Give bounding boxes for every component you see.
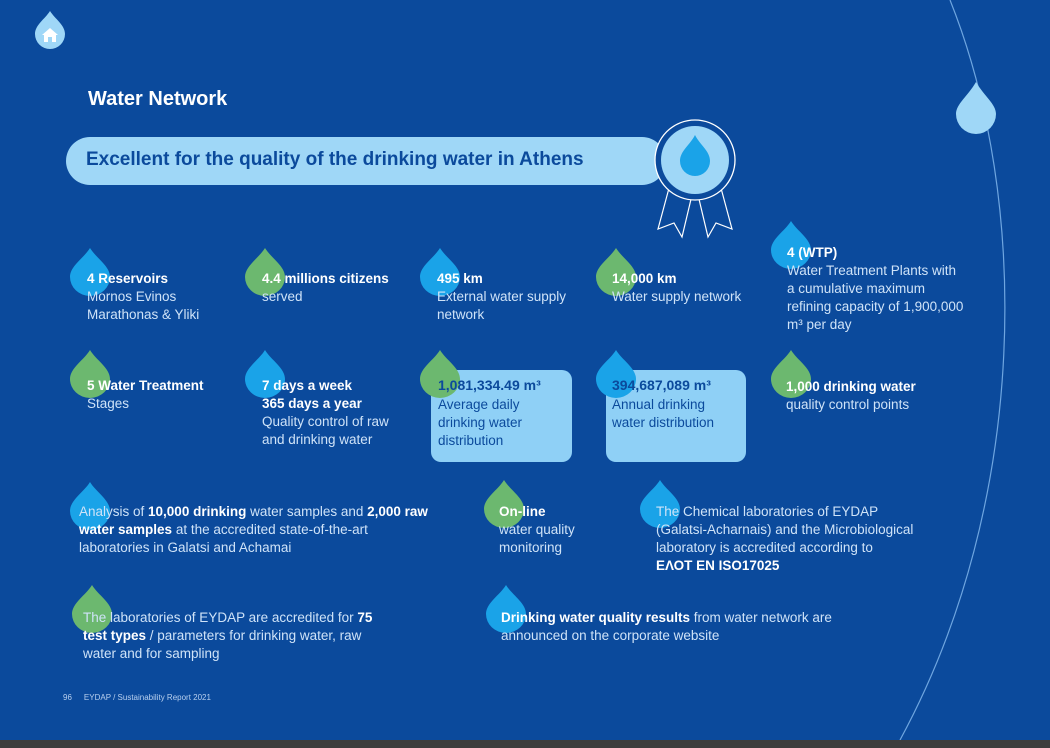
stat-wtp: 4 (WTP)Water Treatment Plants with a cum… [787,245,964,332]
page-title: Water Network [88,88,228,110]
award-ribbon-icon [654,119,736,239]
water-drop-icon [245,350,285,398]
stat-quality-results: Drinking water quality results from wate… [501,610,832,643]
annual-distribution-value: 394,687,089 m³ [612,377,711,393]
water-drop-icon [70,350,110,398]
water-drop-icon [486,585,526,633]
banner-text: Excellent for the quality of the drinkin… [86,149,584,170]
page-footer: 96 EYDAP / Sustainability Report 2021 [63,693,211,702]
stat-sample-analysis: Analysis of 10,000 drinking water sample… [79,504,428,555]
water-drop-icon [596,248,636,296]
water-drop-icon [420,350,460,398]
page-number: 96 [63,693,72,702]
water-drop-icon [245,248,285,296]
arc-drop-icon [956,82,996,134]
water-drop-icon [771,221,811,269]
water-drop-icon [70,248,110,296]
annual-distribution-label: Annual drinking water distribution [612,397,715,430]
banner [66,137,666,185]
water-drop-icon [72,585,112,633]
water-drop-icon [771,350,811,398]
water-drop-icon [70,482,110,530]
stat-lab-accreditation: The Chemical laboratories of EYDAP (Gala… [656,504,914,573]
water-drop-icon [420,248,460,296]
water-drop-icon [484,480,524,528]
avg-distribution-label: Average daily drinking water distributio… [438,397,523,448]
home-button[interactable] [33,11,67,49]
stat-test-types: The laboratories of EYDAP are accredited… [83,610,373,661]
avg-distribution-value: 1,081,334.49 m³ [438,377,541,393]
water-drop-icon [596,350,636,398]
footer-text: EYDAP / Sustainability Report 2021 [83,693,211,702]
water-drop-icon [640,480,680,528]
home-icon [35,11,65,49]
